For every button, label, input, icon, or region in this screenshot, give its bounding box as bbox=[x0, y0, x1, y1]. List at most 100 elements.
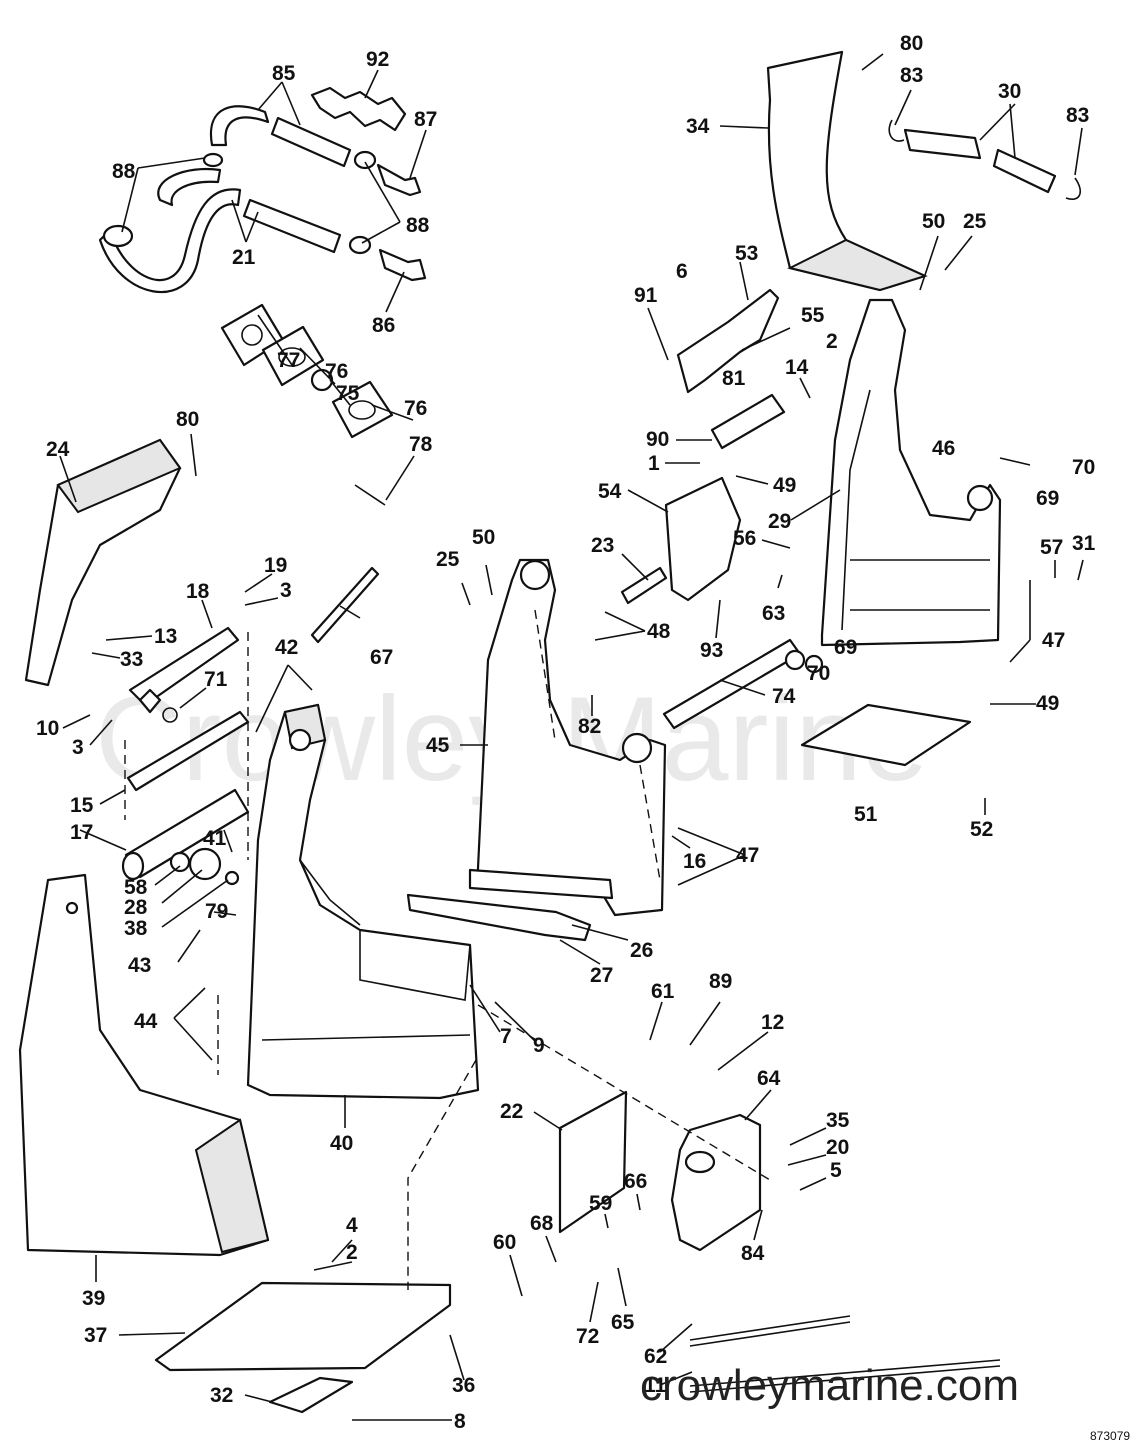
callout-11: 11 bbox=[644, 1374, 667, 1397]
callout-2-lower: 2 bbox=[346, 1241, 358, 1264]
callout-62: 62 bbox=[644, 1345, 667, 1368]
callout-57: 57 bbox=[1040, 536, 1063, 559]
callout-49-lower: 49 bbox=[1036, 692, 1059, 715]
callout-14: 14 bbox=[785, 356, 809, 379]
callout-5: 5 bbox=[830, 1159, 842, 1182]
callout-26: 26 bbox=[630, 939, 653, 962]
callout-7: 7 bbox=[500, 1025, 512, 1048]
callout-15: 15 bbox=[70, 794, 94, 817]
callout-27: 27 bbox=[590, 964, 613, 987]
figure-number: 873079 bbox=[1090, 1429, 1130, 1443]
leader-lines bbox=[59, 53, 1084, 1421]
callout-47: 47 bbox=[1042, 629, 1065, 652]
callout-76: 76 bbox=[325, 360, 348, 383]
callout-43: 43 bbox=[128, 954, 151, 977]
callout-67: 67 bbox=[370, 646, 393, 669]
link-53 bbox=[676, 288, 780, 394]
callout-86: 86 bbox=[372, 314, 395, 337]
callout-77: 77 bbox=[277, 349, 300, 372]
callout-56: 56 bbox=[733, 527, 756, 550]
callout-31: 31 bbox=[1072, 532, 1096, 555]
callout-28: 28 bbox=[124, 896, 148, 919]
callout-53: 53 bbox=[735, 242, 758, 265]
callout-59: 59 bbox=[589, 1192, 612, 1215]
callout-45: 45 bbox=[426, 734, 450, 757]
callout-20: 20 bbox=[826, 1136, 849, 1159]
callout-79: 79 bbox=[205, 900, 228, 923]
side-cover-24 bbox=[24, 438, 182, 687]
callout-9: 9 bbox=[533, 1034, 545, 1057]
callout-49: 49 bbox=[773, 474, 796, 497]
callout-58: 58 bbox=[124, 876, 148, 899]
callout-12: 12 bbox=[761, 1011, 784, 1034]
bumper-26-27 bbox=[406, 893, 592, 942]
callout-75: 75 bbox=[336, 382, 360, 405]
housing-64 bbox=[670, 1113, 762, 1252]
callout-80-left: 80 bbox=[176, 408, 199, 431]
callout-8: 8 bbox=[454, 1410, 466, 1433]
callout-38: 38 bbox=[124, 917, 148, 940]
callout-71: 71 bbox=[204, 668, 228, 691]
callout-60: 60 bbox=[493, 1231, 516, 1254]
callout-36: 36 bbox=[452, 1374, 475, 1397]
callout-6: 6 bbox=[676, 260, 688, 283]
callout-23: 23 bbox=[591, 534, 614, 557]
callout-44: 44 bbox=[134, 1010, 158, 1033]
callout-25: 25 bbox=[963, 210, 987, 233]
base-plate-37 bbox=[154, 1281, 452, 1372]
plate-51 bbox=[800, 703, 972, 767]
callout-21: 21 bbox=[232, 246, 256, 269]
callout-46: 46 bbox=[932, 437, 955, 460]
callout-87: 87 bbox=[414, 108, 437, 131]
footer-url: crowleymarine.com bbox=[640, 1361, 1019, 1410]
dashed-alignment-lines bbox=[124, 609, 771, 1290]
callout-labels: 80 83 30 83 34 50 25 6 53 91 55 81 14 2 … bbox=[36, 32, 1096, 1433]
tilt-bracket-46 bbox=[820, 298, 1002, 647]
callout-81: 81 bbox=[722, 367, 746, 390]
callout-30: 30 bbox=[998, 80, 1021, 103]
callout-70-lower: 70 bbox=[807, 662, 830, 685]
callout-40: 40 bbox=[330, 1132, 353, 1155]
block-32 bbox=[268, 1376, 354, 1414]
callout-10: 10 bbox=[36, 717, 59, 740]
callout-2: 2 bbox=[826, 330, 838, 353]
callout-51: 51 bbox=[854, 803, 878, 826]
callout-19: 19 bbox=[264, 554, 287, 577]
cable-tie-11 bbox=[689, 1359, 1001, 1393]
callout-61: 61 bbox=[651, 980, 675, 1003]
gasket-22 bbox=[558, 1090, 628, 1234]
callout-41: 41 bbox=[203, 827, 227, 850]
callout-22: 22 bbox=[500, 1100, 523, 1123]
callout-93: 93 bbox=[700, 639, 723, 662]
callout-1: 1 bbox=[648, 452, 660, 475]
callout-64: 64 bbox=[757, 1067, 781, 1090]
sleeve-90 bbox=[710, 393, 786, 450]
transom-cover-39 bbox=[18, 873, 270, 1257]
callout-35: 35 bbox=[826, 1109, 850, 1132]
swivel-bracket-45 bbox=[468, 558, 667, 917]
callout-16: 16 bbox=[683, 850, 706, 873]
callout-4: 4 bbox=[346, 1214, 358, 1237]
callout-65: 65 bbox=[611, 1311, 635, 1334]
hose-hanger-92 bbox=[310, 86, 407, 132]
callout-29: 29 bbox=[768, 510, 791, 533]
callout-52: 52 bbox=[970, 818, 993, 841]
callout-18: 18 bbox=[186, 580, 210, 603]
callout-69-lower: 69 bbox=[834, 636, 857, 659]
stern-bracket-40 bbox=[246, 703, 480, 1100]
callout-78: 78 bbox=[409, 433, 433, 456]
callout-68: 68 bbox=[530, 1212, 554, 1235]
callout-88: 88 bbox=[112, 160, 136, 183]
pin-23 bbox=[620, 566, 668, 605]
callout-83-right: 83 bbox=[1066, 104, 1089, 127]
cover-plate-group bbox=[220, 303, 394, 506]
callout-48: 48 bbox=[647, 620, 671, 643]
callout-3: 3 bbox=[280, 579, 292, 602]
callout-50-left: 50 bbox=[472, 526, 495, 549]
callout-90: 90 bbox=[646, 428, 669, 451]
callout-24: 24 bbox=[46, 438, 70, 461]
hoses-30 bbox=[888, 119, 1082, 200]
callout-13: 13 bbox=[154, 625, 177, 648]
bracket-18 bbox=[128, 626, 240, 723]
callout-42: 42 bbox=[275, 636, 298, 659]
